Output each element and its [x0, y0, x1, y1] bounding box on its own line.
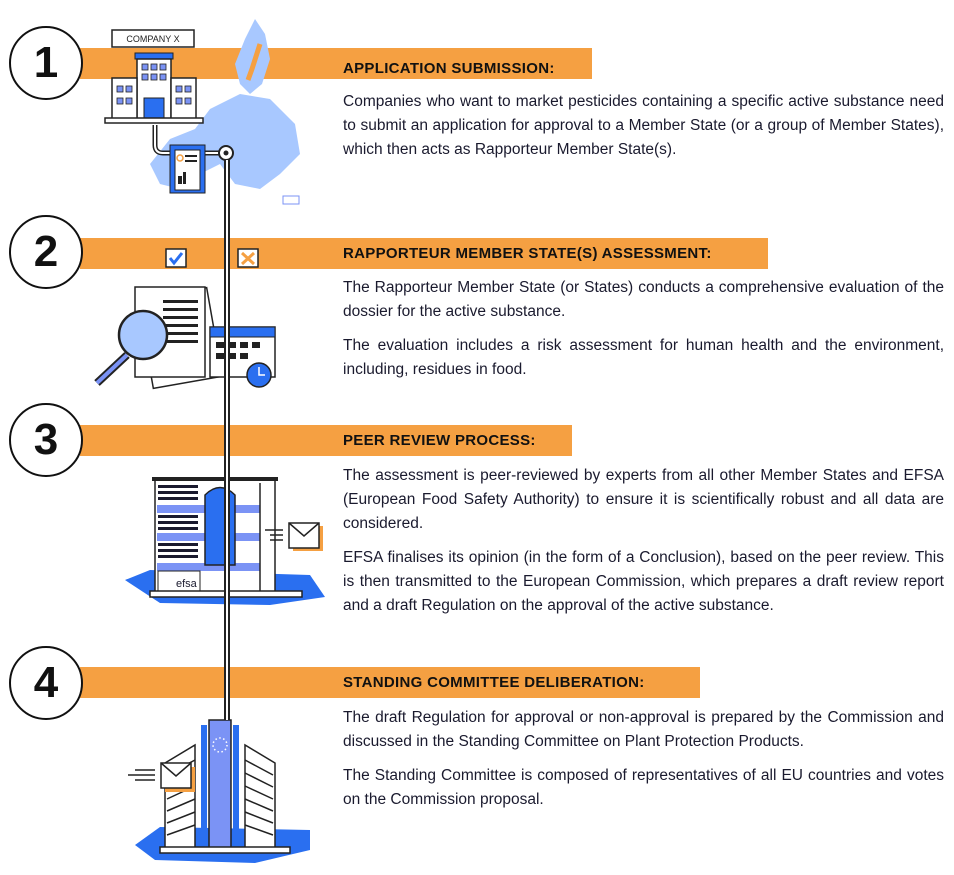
step-4-description: The draft Regulation for approval or non…	[343, 706, 944, 822]
checkmark-icon	[168, 252, 184, 266]
efsa-logo-text: efsa	[176, 578, 198, 590]
step-1-number: 1	[9, 26, 83, 100]
paragraph: The Rapporteur Member State (or States) …	[343, 279, 944, 320]
step-3-title: PEER REVIEW PROCESS:	[343, 432, 536, 449]
paragraph: The Standing Committee is composed of re…	[343, 767, 944, 808]
commission-building-illustration	[128, 719, 310, 863]
paragraph: The assessment is peer-reviewed by exper…	[343, 467, 944, 532]
step-1-description: Companies who want to market pesticides …	[343, 90, 944, 172]
paragraph: The draft Regulation for approval or non…	[343, 709, 944, 750]
step-1-title: APPLICATION SUBMISSION:	[343, 60, 555, 77]
step-2-number: 2	[9, 215, 83, 289]
eu-stars-icon	[212, 737, 228, 753]
timeline-connector	[224, 160, 230, 720]
step-4-bar	[80, 667, 700, 698]
step-3-bar	[80, 425, 572, 456]
step-3-description: The assessment is peer-reviewed by exper…	[343, 464, 944, 628]
step-2-bar	[80, 238, 768, 269]
step-4-number: 4	[9, 646, 83, 720]
assessment-documents-illustration	[94, 248, 276, 390]
cross-icon	[240, 251, 256, 266]
company-building-illustration: COMPANY X	[104, 29, 204, 124]
company-sign-text: COMPANY X	[126, 34, 179, 44]
paragraph: The evaluation includes a risk assessmen…	[343, 337, 944, 378]
paragraph: Companies who want to market pesticides …	[343, 93, 944, 158]
envelope-icon	[160, 762, 195, 792]
step-3-number: 3	[9, 403, 83, 477]
paragraph: EFSA finalises its opinion (in the form …	[343, 549, 944, 614]
step-2-description: The Rapporteur Member State (or States) …	[343, 276, 944, 392]
step-2-title: RAPPORTEUR MEMBER STATE(S) ASSESSMENT:	[343, 245, 712, 262]
envelope-icon	[288, 522, 323, 551]
step-4-title: STANDING COMMITTEE DELIBERATION:	[343, 674, 645, 691]
clipboard-dossier-icon	[152, 125, 234, 194]
